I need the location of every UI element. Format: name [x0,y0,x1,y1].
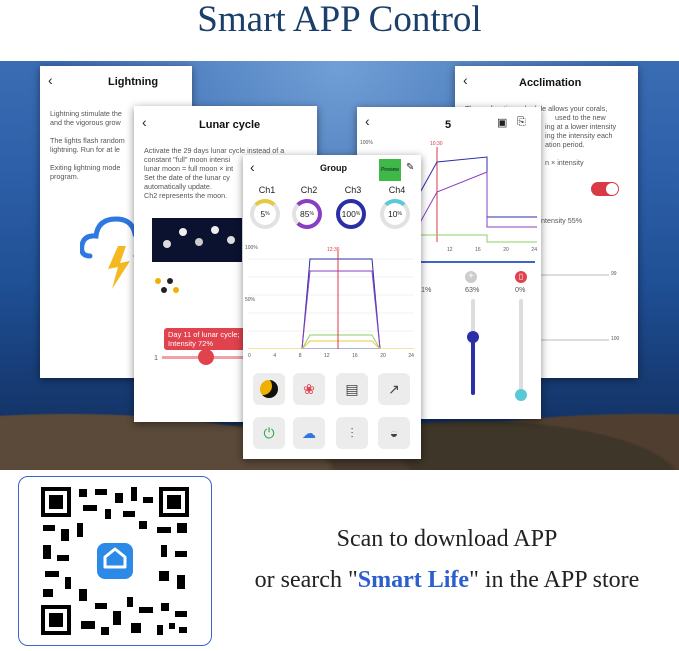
preview-button[interactable]: Preview [379,159,401,181]
back-icon[interactable]: ‹ [365,113,370,129]
acclimation-title: Acclimation [519,77,582,89]
save-icon[interactable]: ▣ [497,117,508,129]
group-y-top: 100% [245,245,258,251]
slider-pct-1: 61% [417,285,432,294]
channel-slider-3[interactable] [515,299,527,401]
slider-pct-3: 0% [515,285,526,294]
lightning-button[interactable]: ☁ [293,417,325,449]
add-point-button[interactable]: + [465,271,477,283]
group-title: Group [320,163,347,173]
qr-code-card [18,476,212,646]
moon-mode-button[interactable] [253,373,285,405]
acclimation-value-2: 100 [611,336,620,342]
acclimation-slider-2[interactable] [535,339,609,341]
channel-2[interactable]: Ch2 85% [290,185,328,241]
sliders-icon: ⫶ [350,424,354,441]
program-list-button[interactable]: ▤ [336,373,368,405]
settings-button[interactable]: ◒ [378,417,410,449]
moon-phases-image [152,218,242,262]
scan-instruction: Scan to download APP [336,526,558,552]
group-screen: ‹ Group Preview ✎ Ch1 5% Ch2 85% Ch3 100… [243,155,421,459]
save-as-icon[interactable]: ⎘ [517,116,526,128]
back-icon[interactable]: ‹ [463,72,468,88]
qr-code[interactable] [39,485,191,637]
sunrise-icon: ◒ [389,425,399,441]
document-icon: ▤ [345,380,359,397]
acclimation-slider-1[interactable] [535,274,609,276]
group-chart-time: 12:36 [327,247,340,253]
lunar-slider-thumb[interactable] [198,349,214,365]
page-title: Smart APP Control [197,0,482,40]
power-button[interactable]: ⏻ [253,417,285,449]
power-icon: ⏻ [263,424,275,441]
channel-3[interactable]: Ch3 100% [334,185,372,241]
program-timeline[interactable] [417,261,535,263]
smart-life-brand: Smart Life [357,567,470,593]
program-time: 10:30 [430,141,443,147]
group-chart [248,251,414,349]
cloud-lightning-icon: ☁ [302,424,316,441]
manual-mode-button[interactable]: ⫶ [336,417,368,449]
channel-1[interactable]: Ch1 5% [248,185,286,241]
acclimation-value-1: 99 [611,271,617,277]
lunar-min-label: 1 [154,353,158,362]
program-title: 5 [445,119,452,131]
lunar-title: Lunar cycle [199,119,261,131]
lunar-slider-track[interactable] [162,356,302,359]
back-icon[interactable]: ‹ [250,159,255,175]
acclimation-button[interactable]: ↗ [378,373,410,405]
moon-dots-icon [155,278,179,293]
slider-pct-2: 63% [465,285,480,294]
coral-icon: ❀ [303,380,315,397]
group-y-mid: 50% [245,297,256,303]
back-icon[interactable]: ‹ [142,114,147,130]
edit-icon[interactable]: ✎ [406,162,415,173]
back-icon[interactable]: ‹ [48,72,53,88]
acclimation-intensity: ntensity 55% [541,216,583,225]
lunar-text: Activate the 29 days lunar cycle instead… [144,146,285,200]
channel-slider-2[interactable] [467,299,479,395]
lightning-title: Lightning [108,76,159,88]
delete-point-button[interactable]: ▯ [515,271,527,283]
search-instruction: or search "Smart Life" in the APP store [254,567,640,593]
channel-4[interactable]: Ch4 10% [378,185,416,241]
moon-icon [260,380,278,398]
chart-icon: ↗ [388,380,400,397]
acclimation-toggle[interactable] [591,182,619,196]
program-y-top: 100% [360,140,373,146]
coral-mode-button[interactable]: ❀ [293,373,325,405]
